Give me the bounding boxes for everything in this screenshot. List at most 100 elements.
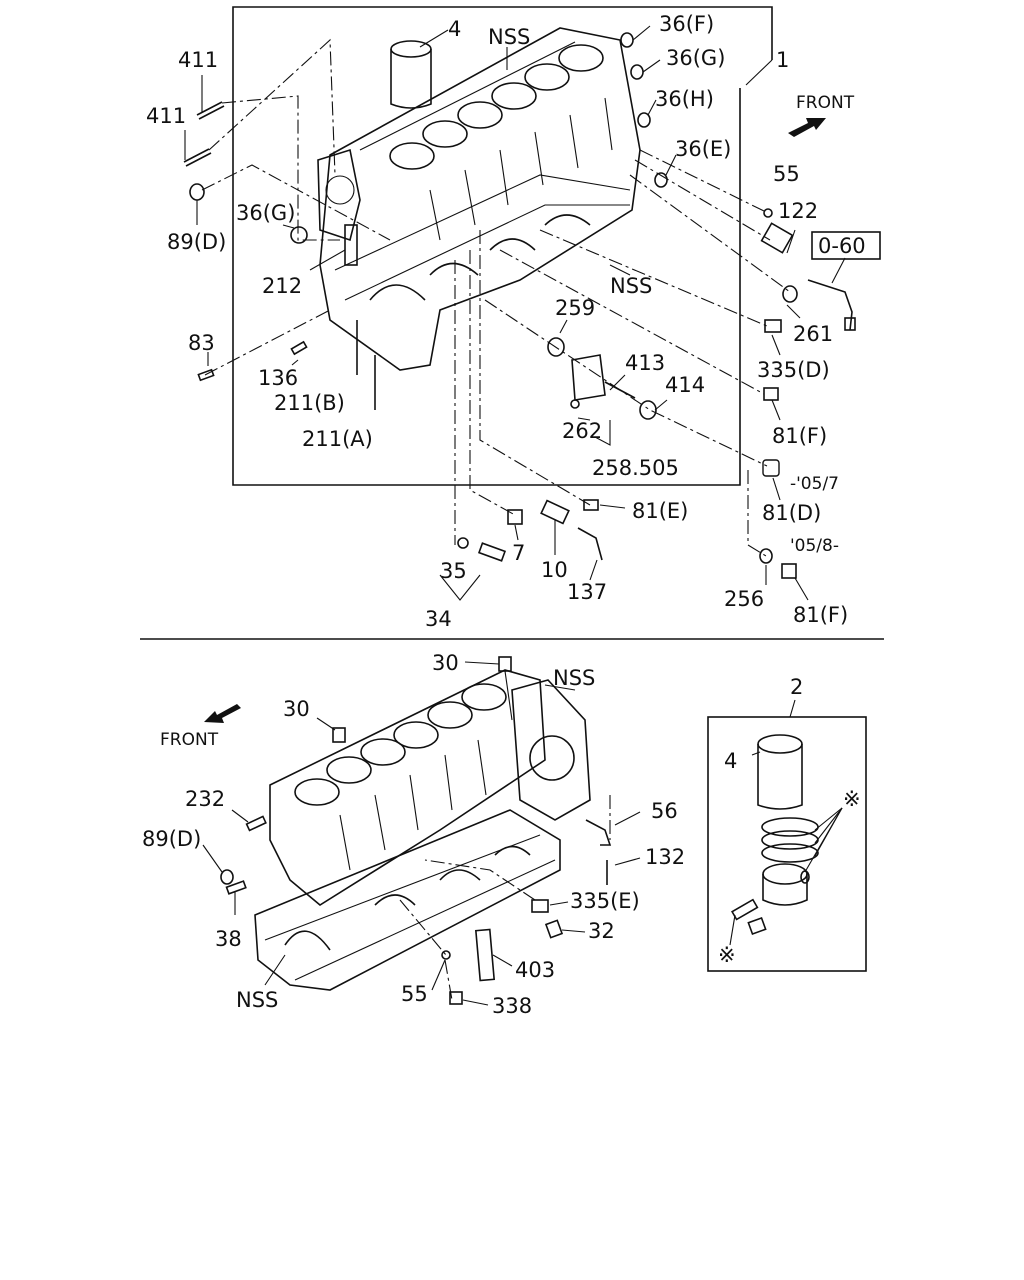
label-55: 55	[773, 162, 800, 186]
label-411-a: 411	[178, 48, 218, 72]
stud-232	[245, 815, 267, 832]
bolt-35	[477, 542, 507, 562]
front-arrow-icon	[788, 118, 826, 137]
sensor-plug	[844, 317, 856, 331]
part-212	[344, 224, 358, 266]
label-nss-bottom: NSS	[236, 988, 278, 1012]
plug-36h	[637, 112, 651, 128]
label-0-60: 0-60	[818, 234, 866, 258]
label-4-kit: 4	[724, 749, 737, 773]
label-55-bottom: 55	[401, 982, 428, 1006]
label-nss-mid: NSS	[610, 274, 652, 298]
plug-338	[449, 991, 463, 1005]
leaders-top	[184, 25, 846, 601]
part-262	[570, 399, 580, 409]
bolt-335e	[531, 899, 549, 913]
label-258-505: 258.505	[592, 456, 679, 480]
label-89d: 89(D)	[167, 230, 226, 254]
assembly-frame	[232, 6, 773, 486]
valve-413	[571, 354, 606, 401]
label-89d-bottom: 89(D)	[142, 827, 201, 851]
label-05-8: '05/8-	[790, 536, 839, 556]
plug-89d-bottom	[220, 869, 234, 885]
label-34: 34	[425, 607, 452, 631]
label-81e: 81(E)	[632, 499, 688, 523]
label-338: 338	[492, 994, 532, 1018]
washer-35	[457, 537, 469, 549]
label-335d: 335(D)	[757, 358, 830, 382]
part-7	[507, 509, 523, 525]
label-212: 212	[262, 274, 302, 298]
label-36h: 36(H)	[655, 87, 714, 111]
label-36e: 36(E)	[675, 137, 731, 161]
label-7: 7	[512, 541, 525, 565]
engine-block-top	[317, 27, 641, 371]
label-front-bottom: FRONT	[160, 730, 219, 750]
plug-36g	[630, 64, 644, 80]
plug-81e	[583, 499, 599, 511]
label-2: 2	[790, 675, 803, 699]
bottom-assembly: 30 NSS 30 FRONT 2 4 ※ 232 56 89(D) 132 3…	[142, 651, 867, 1018]
label-136: 136	[258, 366, 298, 390]
label-10: 10	[541, 558, 568, 582]
plug-81f-bottom	[781, 563, 797, 579]
pin-136	[290, 340, 308, 356]
label-56: 56	[651, 799, 678, 823]
label-36g-left: 36(G)	[236, 201, 295, 225]
label-nss-bottom-top: NSS	[553, 666, 595, 690]
label-81d: 81(D)	[762, 501, 821, 525]
label-05-7: -'05/7	[790, 474, 839, 494]
adapter-10	[540, 499, 570, 525]
label-30-top: 30	[432, 651, 459, 675]
label-36f: 36(F)	[659, 12, 714, 36]
label-232: 232	[185, 787, 225, 811]
stud-411-parts	[183, 101, 225, 167]
washer-261	[782, 285, 798, 303]
adapter-122	[760, 222, 794, 254]
label-star-bottom: ※	[718, 943, 736, 967]
part-403	[474, 928, 496, 982]
pin-38	[225, 880, 247, 895]
label-414: 414	[665, 373, 705, 397]
washer-256	[759, 548, 773, 564]
label-81f-top: 81(F)	[772, 424, 827, 448]
label-211b: 211(B)	[274, 391, 345, 415]
label-35: 35	[440, 559, 467, 583]
engine-block-bottom	[254, 669, 591, 991]
plug-30b	[332, 727, 346, 743]
oring-259	[547, 337, 565, 357]
label-30-left: 30	[283, 697, 310, 721]
plug-32	[544, 919, 564, 939]
label-122: 122	[778, 199, 818, 223]
pin-83	[197, 368, 215, 382]
front-arrow-icon	[204, 704, 241, 723]
sensor-0-60	[807, 279, 853, 331]
label-star-top: ※	[843, 787, 861, 811]
nut-414	[639, 400, 657, 420]
label-411-b: 411	[146, 104, 186, 128]
dashed-leaders-top	[201, 38, 791, 557]
ball-55	[763, 208, 773, 218]
label-259: 259	[555, 296, 595, 320]
bolt-335d	[764, 319, 782, 333]
plug-81d	[762, 459, 780, 477]
top-assembly: 4 NSS 36(F) 36(G) 36(H) 36(E) 1 FRONT 41…	[146, 6, 881, 631]
label-211a: 211(A)	[302, 427, 373, 451]
label-403: 403	[515, 958, 555, 982]
plug-36e	[654, 172, 668, 188]
plug-81f-top	[763, 387, 779, 401]
label-413: 413	[625, 351, 665, 375]
piston-kit-box	[707, 699, 867, 972]
part-56	[585, 819, 612, 846]
leaders-bottom	[202, 661, 641, 1006]
label-83: 83	[188, 331, 215, 355]
label-nss-top: NSS	[488, 25, 530, 49]
label-81f-bottom: 81(F)	[793, 603, 848, 627]
label-32: 32	[588, 919, 615, 943]
plug-36g-left	[290, 226, 308, 244]
label-137: 137	[567, 580, 607, 604]
label-335e: 335(E)	[570, 889, 640, 913]
label-262: 262	[562, 419, 602, 443]
plug-89d	[189, 183, 205, 201]
